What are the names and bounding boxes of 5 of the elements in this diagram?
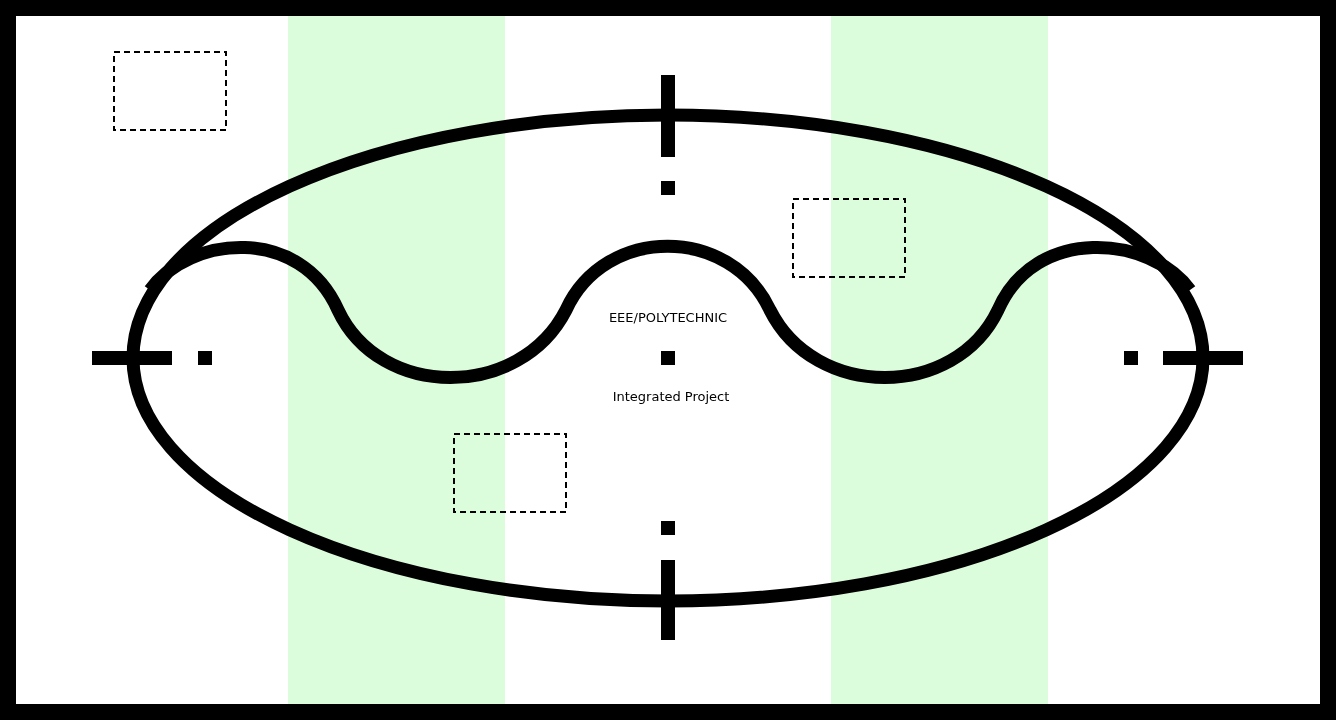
heading-text: EEE/POLYTECHNIC <box>608 310 728 325</box>
subtitle-text: Integrated Project <box>612 389 730 404</box>
dashed-rectangle <box>453 433 567 513</box>
dashed-rectangle <box>113 51 227 131</box>
dashed-rectangle <box>792 198 906 278</box>
